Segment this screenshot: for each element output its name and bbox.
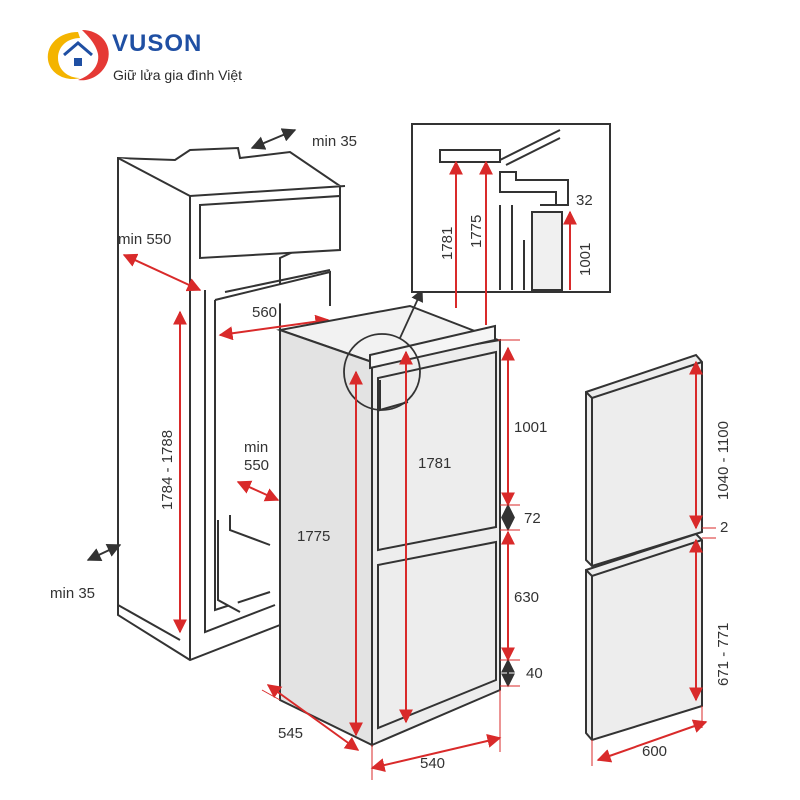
label-appliance-height: 1775 [297,528,330,545]
label-door-gap: 72 [524,510,541,527]
brand-name: VUSON [112,30,203,57]
detail-box [411,123,611,293]
label-panel-width: 600 [642,743,667,760]
label-side-depth-2: 550 [244,457,269,474]
dim-line-appliance-width [370,734,502,772]
fridge-ext-lines [261,339,520,780]
door-panel [585,353,703,742]
cabinet-dimensions [86,128,330,634]
dim-line-side-depth [236,480,280,502]
label-panel-top: 1040 - 1100 [715,421,732,500]
label-detail-32: 32 [576,192,593,209]
label-cabinet-depth: min 550 [118,231,171,248]
label-door-top: 1001 [514,419,547,436]
label-panel-bottom: 671 - 771 [715,623,732,686]
label-niche-height: 1784 - 1788 [159,430,176,510]
label-niche-width: 560 [252,304,277,321]
label-detail-1775: 1775 [468,215,485,248]
label-plinth: 40 [526,665,543,682]
dim-line-bottom-gap [86,544,122,561]
dim-line-appliance-depth [266,684,360,751]
dim-line-top-gap [250,128,297,150]
fridge-dimensions [266,346,515,772]
label-side-depth-1: min [244,439,268,456]
label-panel-gap: 2 [720,519,728,536]
dim-line-cabinet-depth [122,253,202,292]
label-appliance-width: 540 [420,755,445,772]
label-inner-height: 1781 [418,455,451,472]
detail-dimensions [449,160,577,325]
dim-line-panel-width [596,719,708,763]
vuson-logo [47,30,109,81]
detail-callout [343,288,424,411]
fridge-appliance [276,304,502,747]
label-bottom-gap: min 35 [50,585,95,602]
panel-dimensions [596,360,708,763]
label-appliance-depth: 545 [278,725,303,742]
panel-ext-lines [591,527,716,766]
label-detail-1001: 1001 [577,243,594,276]
brand-tagline: Giữ lửa gia đình Việt [113,67,243,83]
label-detail-1781: 1781 [439,227,456,260]
label-door-bottom: 630 [514,589,539,606]
label-top-gap: min 35 [312,133,357,150]
dim-line-niche-width [218,314,330,341]
